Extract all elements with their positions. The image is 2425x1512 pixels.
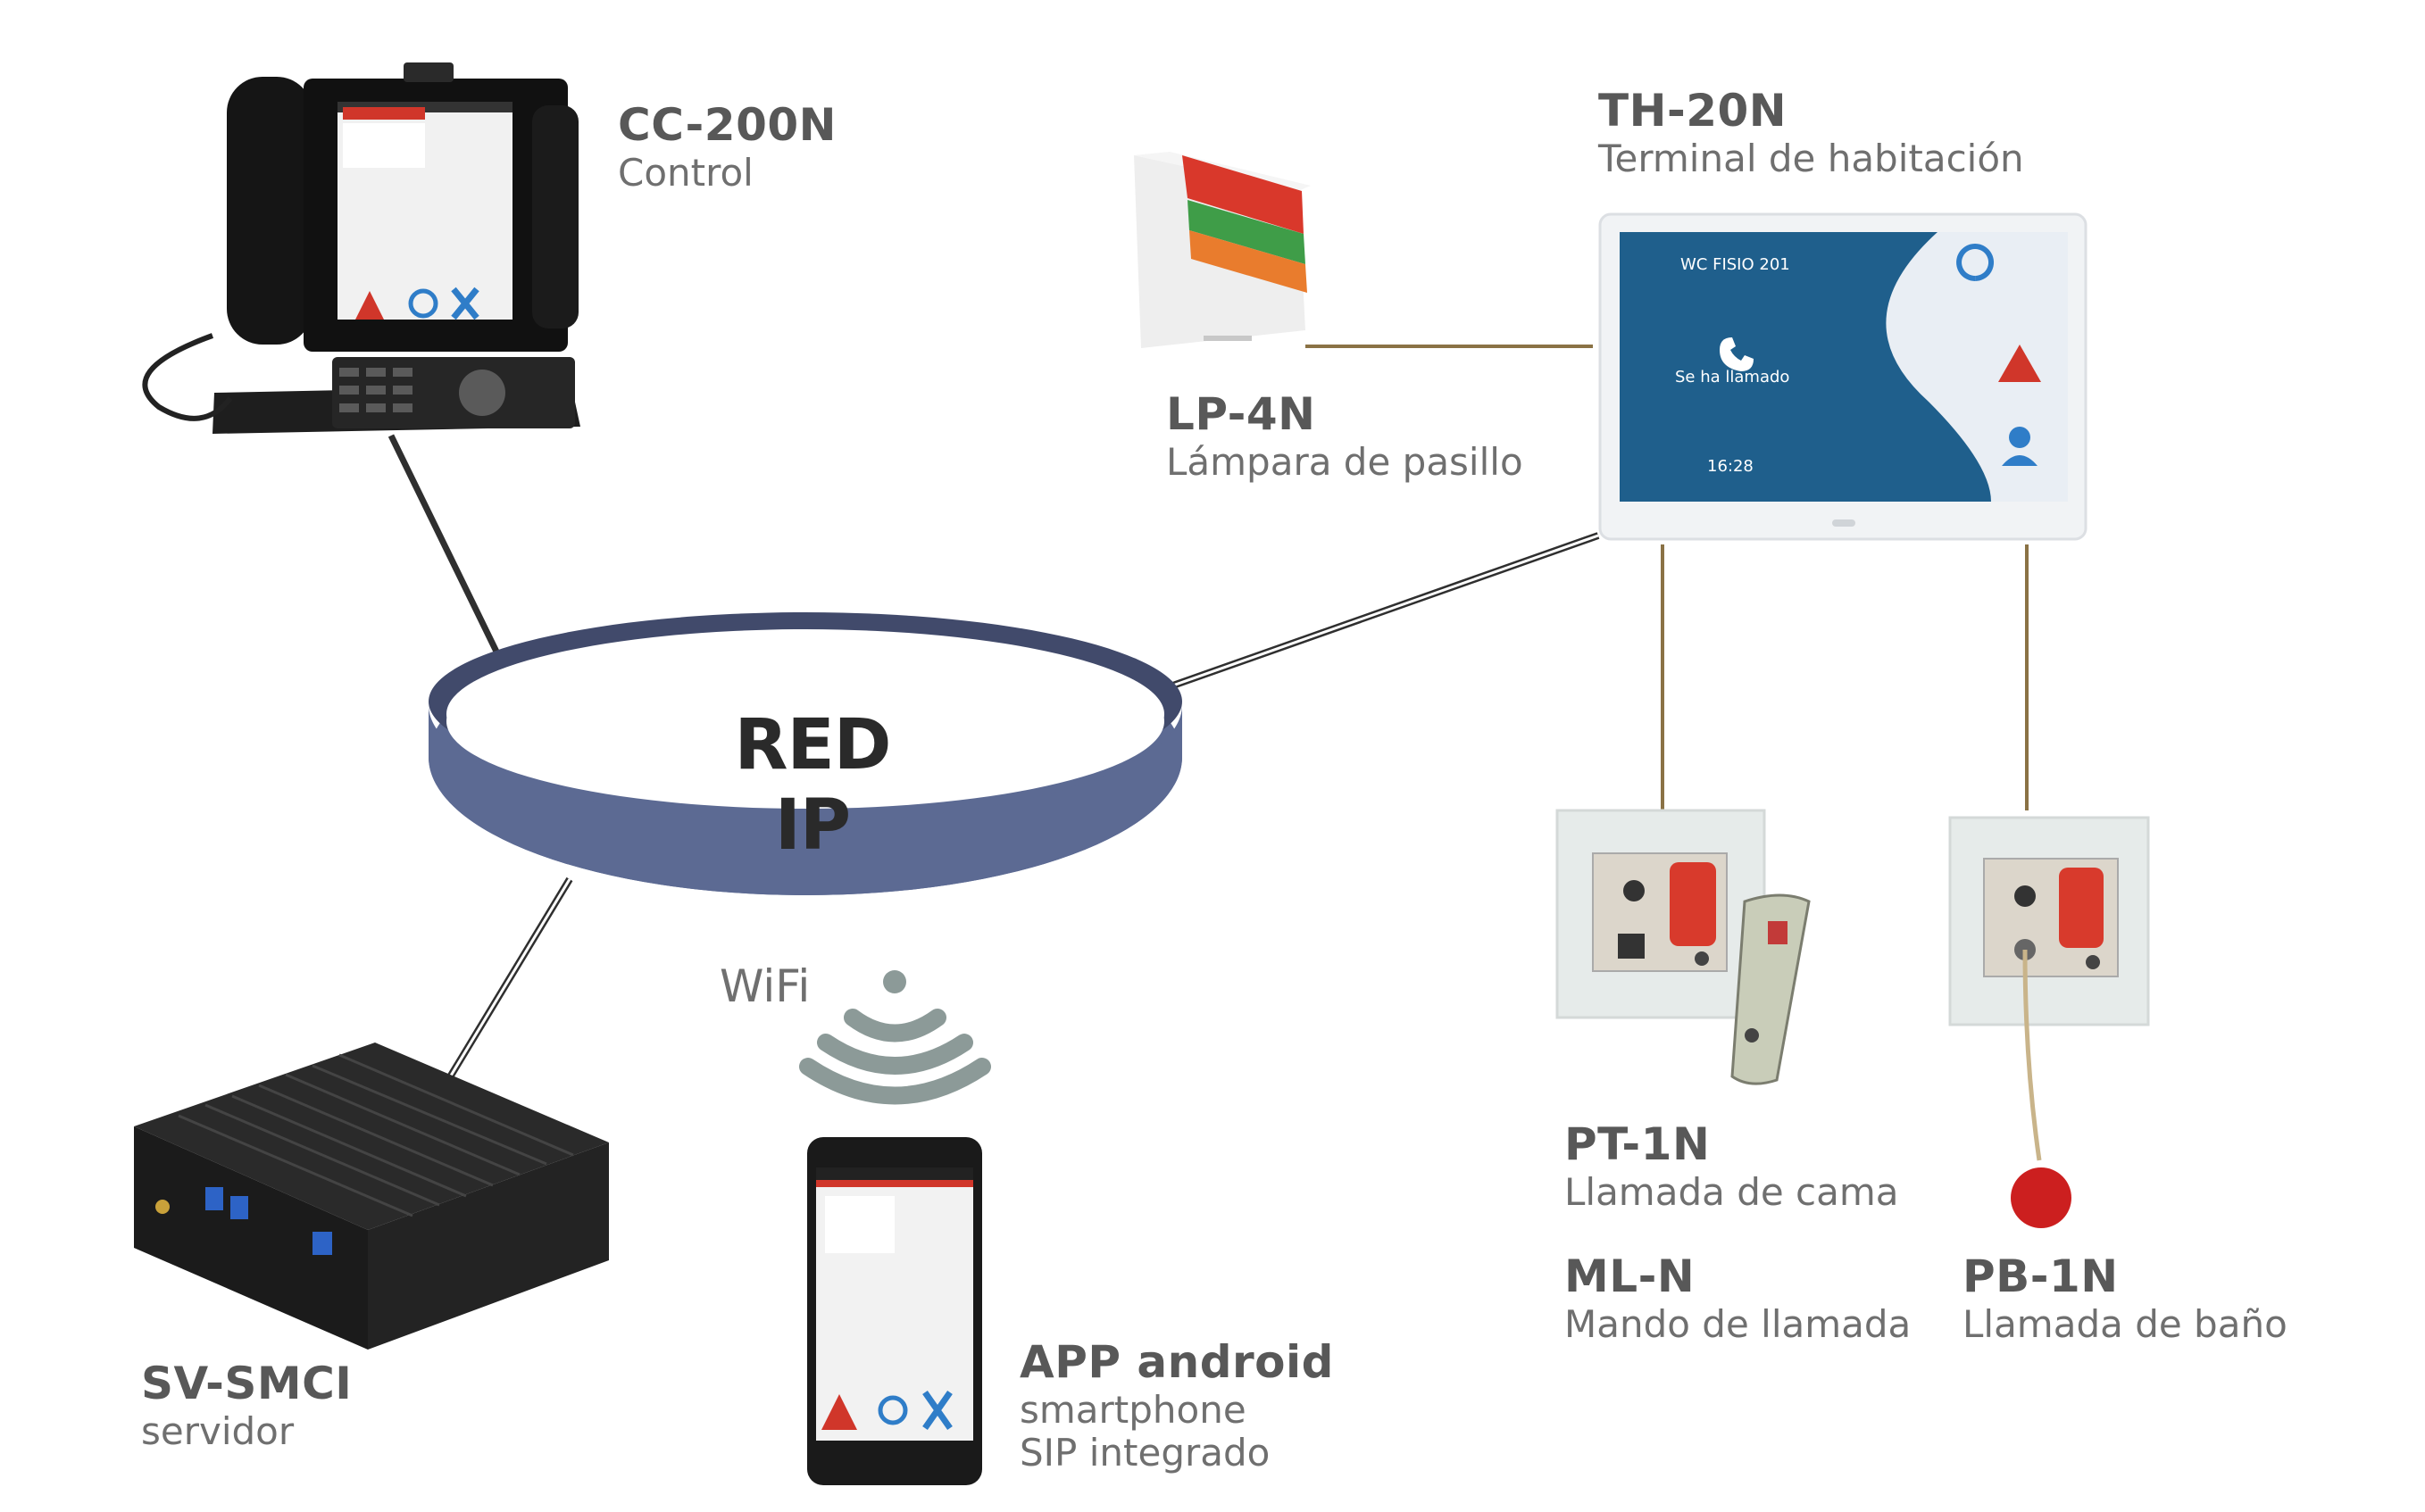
label-mln: ML-N Mando de llamada [1564, 1250, 1912, 1346]
smartphone-image [807, 1137, 982, 1485]
device-description-2: SIP integrado [1020, 1430, 1271, 1475]
link-network-server-b [446, 878, 571, 1081]
network-label: RED IP [734, 705, 891, 866]
label-cc200n: CC-200N Control [618, 99, 838, 195]
server-image [134, 1043, 609, 1350]
label-th20n: TH-20N Terminal de habitación [1598, 85, 2024, 180]
device-code: CC-200N [618, 99, 838, 151]
device-code: PT-1N [1564, 1118, 1711, 1170]
device-description: Llamada de cama [1564, 1169, 1899, 1214]
link-network-th20n-b [1167, 534, 1599, 689]
wifi-label: WiFi [720, 960, 811, 1012]
device-code: ML-N [1564, 1250, 1696, 1302]
device-code: SV-SMCI [141, 1358, 353, 1409]
label-svsmci: SV-SMCI servidor [141, 1358, 352, 1453]
terminal-status: Se ha llamado [1675, 368, 1789, 386]
label-lp4n: LP-4N Lámpara de pasillo [1166, 388, 1523, 484]
bed-call-panel-image [1555, 809, 1811, 1085]
label-pt1n: PT-1N Llamada de cama [1564, 1118, 1899, 1214]
device-description: Mando de llamada [1564, 1301, 1912, 1346]
corridor-lamp-image [1134, 152, 1311, 348]
device-description: smartphone [1020, 1387, 1246, 1432]
device-code: APP android [1020, 1336, 1334, 1388]
device-description: Control [618, 150, 754, 195]
link-cc200n-network-b [380, 439, 489, 657]
device-description: servidor [141, 1408, 295, 1453]
device-description: Terminal de habitación [1598, 136, 2024, 180]
bath-call-panel-image [1948, 816, 2150, 1228]
terminal-time: 16:28 [1707, 457, 1754, 476]
label-app: APP android smartphone SIP integrado [1020, 1336, 1334, 1475]
room-terminal-image: WC FISIO 201 Se ha llamado 16:28 [1598, 212, 2088, 541]
desk-phone-image [142, 62, 580, 434]
wifi-icon [799, 970, 991, 1105]
network-ring [429, 612, 1182, 895]
device-code: TH-20N [1598, 85, 1788, 137]
device-description: Llamada de baño [1962, 1301, 2288, 1346]
link-cc200n-network [388, 434, 500, 653]
label-pb1n: PB-1N Llamada de baño [1962, 1250, 2288, 1346]
device-code: PB-1N [1962, 1250, 2119, 1302]
terminal-room-name: WC FISIO 201 [1680, 255, 1790, 274]
device-code: LP-4N [1166, 388, 1316, 440]
device-description: Lámpara de pasillo [1166, 439, 1523, 484]
